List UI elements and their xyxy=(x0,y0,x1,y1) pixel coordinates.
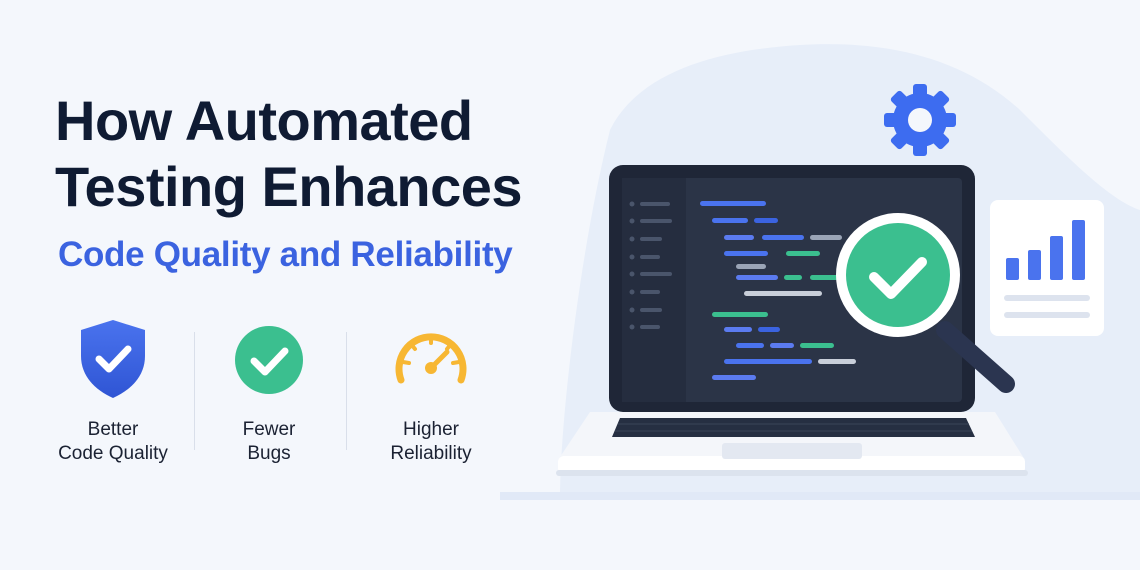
feature-label: Higher Reliability xyxy=(390,419,472,464)
feature-better-code-quality: Better Code Quality xyxy=(28,318,198,466)
feature-label: Better Code Quality xyxy=(58,419,168,464)
gear-icon xyxy=(884,84,956,156)
feature-fewer-bugs: Fewer Bugs xyxy=(184,318,354,466)
check-circle-icon xyxy=(235,326,303,394)
laptop-illustration xyxy=(556,84,1104,476)
page-title: How Automated Testing Enhances xyxy=(55,88,523,220)
divider xyxy=(194,332,195,450)
title-line-1: How Automated xyxy=(55,89,473,152)
bar-chart-icon xyxy=(990,200,1104,336)
feature-higher-reliability: Higher Reliability xyxy=(346,318,516,466)
shield-check-icon xyxy=(81,320,145,398)
feature-label: Fewer Bugs xyxy=(242,419,296,464)
magnifying-glass-check-icon xyxy=(836,213,1015,393)
laptop-icon xyxy=(556,165,1028,476)
page-subtitle: Code Quality and Reliability xyxy=(58,235,513,274)
title-line-2: Testing Enhances xyxy=(55,155,523,218)
divider xyxy=(346,332,347,450)
speedometer-icon xyxy=(395,333,467,384)
